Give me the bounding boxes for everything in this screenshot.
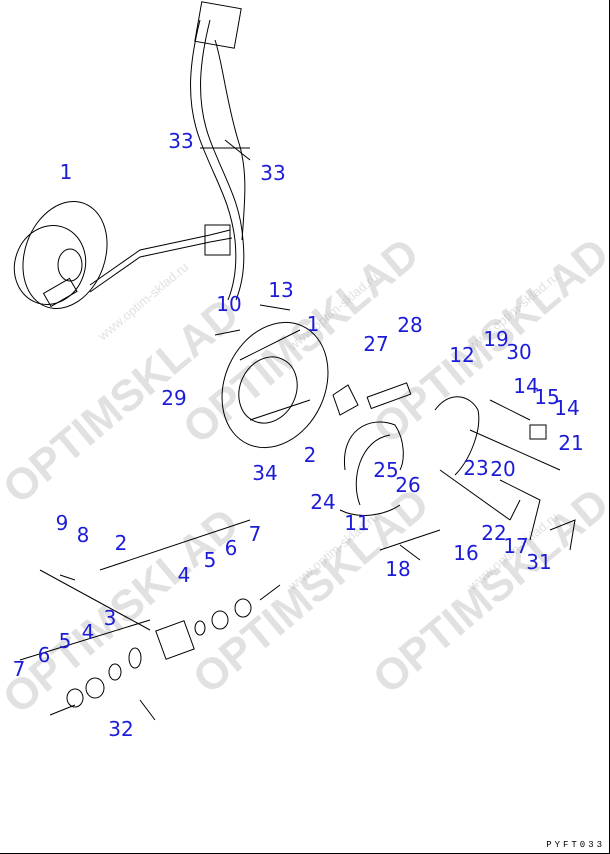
callout-27: 27	[363, 332, 389, 356]
callout-30: 30	[506, 340, 532, 364]
hardware-small	[214, 304, 576, 561]
callout-26: 26	[395, 473, 421, 497]
callout-4: 4	[81, 620, 95, 644]
callout-12: 12	[449, 343, 475, 367]
callout-28: 28	[397, 313, 423, 337]
callout-5: 5	[58, 629, 72, 653]
brake-shoes	[332, 382, 511, 521]
callout-21: 21	[558, 431, 584, 455]
callout-18: 18	[385, 557, 411, 581]
callout-10: 10	[216, 292, 242, 316]
callout-24: 24	[310, 490, 336, 514]
callout-4: 4	[177, 563, 191, 587]
callout-6: 6	[37, 643, 51, 667]
callout-1: 1	[306, 312, 320, 336]
wheel-cylinder-explode	[19, 519, 281, 721]
callout-11: 11	[344, 511, 370, 535]
callout-19: 19	[483, 327, 509, 351]
callout-2: 2	[114, 531, 128, 555]
callout-29: 29	[161, 386, 187, 410]
callout-16: 16	[453, 541, 479, 565]
callout-14: 14	[554, 396, 580, 420]
callout-15: 15	[534, 385, 560, 409]
callout-1: 1	[59, 160, 73, 184]
callout-33: 33	[168, 129, 194, 153]
callout-17: 17	[503, 534, 529, 558]
callout-13: 13	[268, 278, 294, 302]
callout-25: 25	[373, 458, 399, 482]
brake-drum	[13, 201, 108, 309]
callout-7: 7	[12, 657, 26, 681]
callout-6: 6	[224, 536, 238, 560]
callout-2: 2	[303, 443, 317, 467]
callout-14: 14	[513, 374, 539, 398]
callout-8: 8	[76, 523, 90, 547]
callout-20: 20	[490, 457, 516, 481]
backing-plate	[221, 321, 329, 449]
cable-assembly	[89, 1, 251, 301]
callout-23: 23	[463, 456, 489, 480]
callout-34: 34	[252, 461, 278, 485]
callout-33: 33	[260, 161, 286, 185]
callout-31: 31	[526, 550, 552, 574]
callout-7: 7	[248, 522, 262, 546]
callout-32: 32	[108, 717, 134, 741]
callout-9: 9	[55, 511, 69, 535]
callout-5: 5	[203, 548, 217, 572]
drawing-code: PYFT033	[546, 840, 605, 850]
callout-3: 3	[103, 606, 117, 630]
callout-22: 22	[481, 521, 507, 545]
